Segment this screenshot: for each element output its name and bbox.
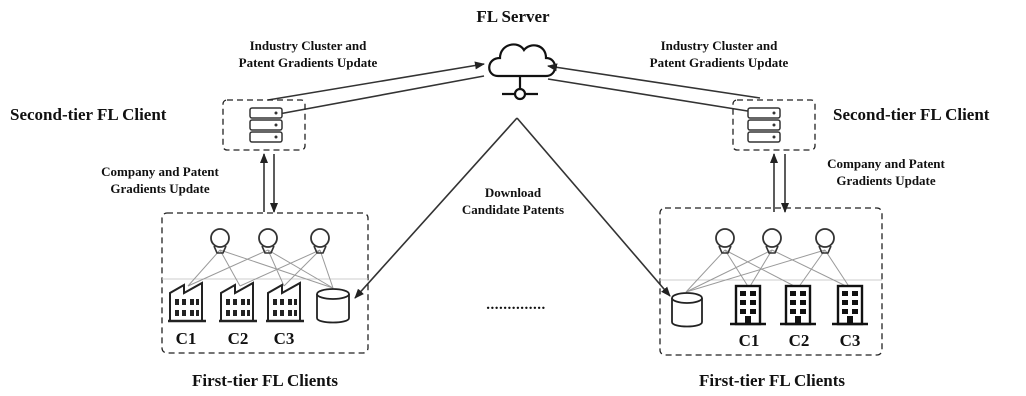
cloud-network-icon xyxy=(488,43,557,101)
right-user-company-links xyxy=(685,249,851,293)
right-company-label-3: C3 xyxy=(840,331,861,350)
office-building-icon xyxy=(832,284,868,326)
database-icon xyxy=(671,292,703,328)
user-icon xyxy=(210,228,230,254)
left-uplink-arrow xyxy=(267,61,485,101)
factory-building-icon xyxy=(266,281,304,323)
left-second-tier-box xyxy=(222,99,306,151)
left-company-label-3: C3 xyxy=(274,329,295,348)
user-icon xyxy=(815,228,835,254)
database-icon xyxy=(316,288,350,324)
left-upper-update-line2: Patent Gradients Update xyxy=(239,55,378,70)
right-upper-update-line1: Industry Cluster and xyxy=(661,38,779,53)
right-company-label-1: C1 xyxy=(739,331,760,350)
right-lower-update-line2: Gradients Update xyxy=(836,173,936,188)
right-lower-update-line1: Company and Patent xyxy=(827,156,945,171)
right-company-label-2: C2 xyxy=(789,331,810,350)
user-icon xyxy=(762,228,782,254)
right-first-tier-box xyxy=(659,207,883,356)
user-icon xyxy=(715,228,735,254)
left-downlink-arrow xyxy=(267,75,485,119)
user-icon xyxy=(310,228,330,254)
right-second-tier-label: Second-tier FL Client xyxy=(833,105,990,124)
left-download-arrow xyxy=(354,117,518,299)
right-upper-update-line2: Patent Gradients Update xyxy=(650,55,789,70)
left-second-tier-label: Second-tier FL Client xyxy=(10,105,167,124)
left-first-tier-label: First-tier FL Clients xyxy=(192,371,338,390)
server-rack-icon xyxy=(747,107,781,143)
factory-building-icon xyxy=(168,281,206,323)
user-icon xyxy=(258,228,278,254)
more-clients-ellipsis: .............. xyxy=(486,297,546,313)
left-upper-update-line1: Industry Cluster and xyxy=(250,38,368,53)
right-downlink-arrow xyxy=(547,78,761,116)
left-user-company-links xyxy=(187,249,334,289)
left-lower-update-line2: Gradients Update xyxy=(110,181,210,196)
server-rack-icon xyxy=(249,107,283,143)
right-download-arrow xyxy=(516,117,671,297)
server-title: FL Server xyxy=(476,7,550,26)
office-building-icon xyxy=(780,284,816,326)
download-line2: Candidate Patents xyxy=(462,202,564,217)
factory-building-icon xyxy=(219,281,257,323)
left-lower-update-line1: Company and Patent xyxy=(101,164,219,179)
download-line1: Download xyxy=(485,185,542,200)
right-uplink-arrow xyxy=(547,63,761,99)
left-company-label-2: C2 xyxy=(228,329,249,348)
office-building-icon xyxy=(730,284,766,326)
left-company-label-1: C1 xyxy=(176,329,197,348)
right-second-tier-box xyxy=(732,99,816,151)
right-first-tier-label: First-tier FL Clients xyxy=(699,371,845,390)
